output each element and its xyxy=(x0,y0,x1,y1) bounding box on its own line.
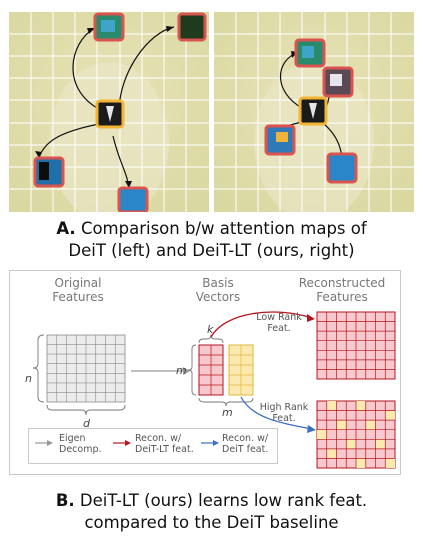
deit-parrot-image xyxy=(9,12,209,212)
caption-b-line2: compared to the DeiT baseline xyxy=(84,513,339,532)
caption-b-letter: B. xyxy=(55,491,75,510)
n-label: n xyxy=(25,372,32,385)
k-label: k xyxy=(207,323,214,336)
legend-recon-deit-lt: Recon. w/ DeiT-LT feat. xyxy=(135,433,194,455)
attended-patch xyxy=(177,12,207,42)
red-arrow-icon xyxy=(113,440,131,446)
low-rank-basis xyxy=(198,344,224,396)
legend: Eigen Decomp. Recon. w/ DeiT-LT feat. Re… xyxy=(28,428,278,464)
reconstructed-features-label: Reconstructed Features xyxy=(298,276,386,304)
m-label-left: m xyxy=(176,364,187,377)
attended-patch xyxy=(326,152,358,184)
d-label: d xyxy=(83,417,90,430)
high-rank-reconstruction xyxy=(316,400,396,469)
blue-arrow-icon xyxy=(201,440,219,446)
original-features-matrix xyxy=(46,334,126,403)
caption-a: A. Comparison b/w attention maps of xyxy=(0,218,423,240)
legend-eigen: Eigen Decomp. xyxy=(59,433,102,455)
high-rank-label: High Rank Feat. xyxy=(259,402,309,424)
caption-a-line1: Comparison b/w attention maps of xyxy=(80,219,367,238)
caption-b: B. DeiT-LT (ours) learns low rank feat. xyxy=(0,490,423,512)
legend-recon-deit: Recon. w/ DeiT feat. xyxy=(222,433,269,455)
m-label-bottom: m xyxy=(222,406,233,419)
low-rank-reconstruction xyxy=(316,311,396,380)
deit-attention-panel xyxy=(9,12,209,212)
feature-diagram xyxy=(9,270,401,475)
deit-lt-attention-panel xyxy=(214,12,414,212)
caption-a-line2: DeiT (left) and DeiT-LT (ours, right) xyxy=(68,241,355,260)
attended-patch xyxy=(117,186,149,212)
low-rank-label: Low Rank Feat. xyxy=(256,312,302,334)
high-rank-basis xyxy=(228,344,254,396)
caption-b-line1: DeiT-LT (ours) learns low rank feat. xyxy=(79,491,368,510)
basis-vectors-label: Basis Vectors xyxy=(195,276,241,304)
caption-a-letter: A. xyxy=(56,219,76,238)
original-features-label: Original Features xyxy=(52,276,104,304)
deit-lt-parrot-image xyxy=(214,12,414,212)
gray-arrow-icon xyxy=(35,440,53,446)
